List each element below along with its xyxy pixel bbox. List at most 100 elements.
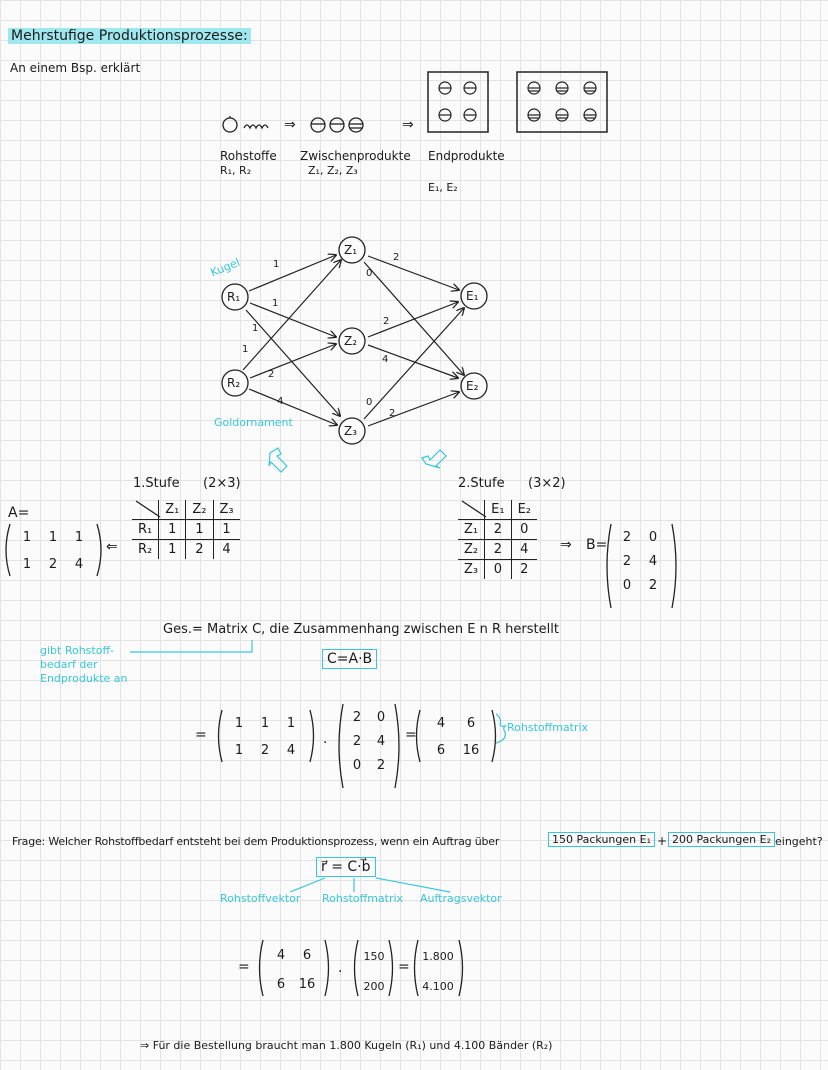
matrix-a-cell: 1 xyxy=(22,530,32,545)
edge-label-r1-z2: 1 xyxy=(272,298,279,309)
matrix-b-cell: 2 xyxy=(622,554,632,569)
calc1-a-cell: 4 xyxy=(286,743,296,758)
conclusion-text: ⇒ Für die Bestellung braucht man 1.800 K… xyxy=(140,1039,553,1052)
matrix-a-label: A= xyxy=(8,505,30,521)
stage1-cell: 2 xyxy=(185,539,213,559)
stage2-table: E₁ E₂ Z₁ 2 0 Z₂ 2 4 Z₃ 0 2 xyxy=(458,500,537,579)
order-box-e2: 200 Packungen E₂ xyxy=(668,832,775,847)
stage2-dim: (3×2) xyxy=(528,476,566,491)
note-line3: Endprodukte an xyxy=(40,672,128,685)
calc1-b-cell: 0 xyxy=(376,710,386,725)
stage1-cell: 4 xyxy=(212,539,240,559)
plus-sign: + xyxy=(657,834,668,848)
arrow-down-right-icon xyxy=(421,449,447,469)
stage1-row-label: R₂ xyxy=(138,542,153,557)
calc1-c-cell: 6 xyxy=(466,716,476,731)
edge-z2-e2 xyxy=(367,344,458,378)
edge-label-r1-z3: 1 xyxy=(252,323,259,334)
note-line2: bedarf der xyxy=(40,658,98,671)
calc2-equals: = xyxy=(238,959,250,975)
stage1-col-z2: Z₂ xyxy=(185,500,213,520)
node-z2-label: Z₂ xyxy=(344,334,358,348)
matrix-a-cell: 1 xyxy=(22,557,32,572)
node-z3 xyxy=(338,417,366,445)
label-zwischenprodukte: Zwischenprodukte xyxy=(300,149,411,163)
edge-label-z1-e2: 0 xyxy=(366,268,373,279)
edge-z3-e1 xyxy=(363,308,464,420)
label-zwischenprodukte-sub: Z₁, Z₂, Z₃ xyxy=(308,164,358,177)
label-rohstoffe-sub: R₁, R₂ xyxy=(220,164,252,177)
edge-label-r1-z1: 1 xyxy=(273,259,280,270)
stage2-col-e1: E₁ xyxy=(484,500,512,520)
calc1-b-cell: 4 xyxy=(376,734,386,749)
node-r1 xyxy=(221,283,249,311)
calc2-b-cell: 150 xyxy=(363,950,385,963)
calc1-c-cell: 6 xyxy=(436,743,446,758)
ball-icon xyxy=(222,116,238,133)
arrow-right: ⇒ xyxy=(560,537,572,553)
calc2-c-cell: 6 xyxy=(276,977,286,992)
calc1-a-cell: 1 xyxy=(286,716,296,731)
stage2-cell: 2 xyxy=(484,539,512,560)
calc1-equals2: = xyxy=(405,727,417,743)
matrix-b-cell: 4 xyxy=(648,554,658,569)
stage1-cell: 1 xyxy=(212,519,240,540)
subtitle: An einem Bsp. erklärt xyxy=(10,61,141,75)
calc1-c-cell: 16 xyxy=(462,743,480,758)
matrix-b-label: B= xyxy=(586,537,608,553)
edge-z3-e2 xyxy=(367,392,459,427)
question-end: eingeht? xyxy=(775,835,823,848)
stage1-table: Z₁ Z₂ Z₃ R₁ 1 1 1 R₂ 1 2 4 xyxy=(132,500,240,559)
node-z1-label: Z₁ xyxy=(344,243,358,257)
stage2-cell: 4 xyxy=(510,539,537,560)
order-box-e1: 150 Packungen E₁ xyxy=(548,832,655,847)
calc2-c-cell: 4 xyxy=(276,948,286,963)
edge-z1-e1 xyxy=(367,255,459,290)
arrow-left: ⇐ xyxy=(106,539,118,555)
label-endprodukte-sub: E₁, E₂ xyxy=(428,181,458,194)
edge-label-r2-z1: 1 xyxy=(242,344,249,355)
calc1-a-cell: 1 xyxy=(234,743,244,758)
edge-label-z3-e1: 0 xyxy=(366,397,373,408)
node-z3-label: Z₃ xyxy=(344,424,358,438)
formula-c: C=A·B xyxy=(322,649,378,669)
node-e2 xyxy=(460,372,488,400)
calc1-b-cell: 2 xyxy=(352,710,362,725)
label-rohstoffvektor: Rohstoffvektor xyxy=(220,892,301,905)
label-goldornament: Goldornament xyxy=(214,416,293,429)
node-e1-label: E₁ xyxy=(466,289,479,303)
edge-r2-z1 xyxy=(242,260,341,371)
calc2-vector-r: 1.800 4.100 xyxy=(419,950,457,993)
node-e2-label: E₂ xyxy=(466,379,479,393)
label-rohstoffmatrix-2: Rohstoffmatrix xyxy=(322,892,404,905)
matrix-b-cell: 0 xyxy=(648,530,658,545)
stage2-cell: 2 xyxy=(510,559,537,579)
calc1-a-cell: 1 xyxy=(260,716,270,731)
edge-label-r2-z3: 4 xyxy=(277,396,284,407)
edge-label-z2-e2: 4 xyxy=(382,354,389,365)
stage1-dim: (2×3) xyxy=(203,476,241,491)
stage1-cell: 1 xyxy=(185,519,213,540)
calc2-r-cell: 4.100 xyxy=(422,980,454,993)
stage2-cell: 0 xyxy=(510,519,537,540)
stage1-col-z1: Z₁ xyxy=(158,500,186,520)
calc1-b-cell: 2 xyxy=(376,758,386,773)
node-r2-label: R₂ xyxy=(227,376,241,390)
arrow-down-left-icon xyxy=(268,447,288,473)
edge-r2-z3 xyxy=(248,388,337,425)
ribbon-icon xyxy=(243,124,269,130)
matrix-a-cell: 2 xyxy=(48,557,58,572)
calc1-c-cell: 4 xyxy=(436,716,446,731)
matrix-b-cell: 0 xyxy=(622,578,632,593)
stage2-col-e2: E₂ xyxy=(510,500,537,520)
edge-r1-z2 xyxy=(249,302,336,337)
calc2-c-cell: 16 xyxy=(298,977,316,992)
